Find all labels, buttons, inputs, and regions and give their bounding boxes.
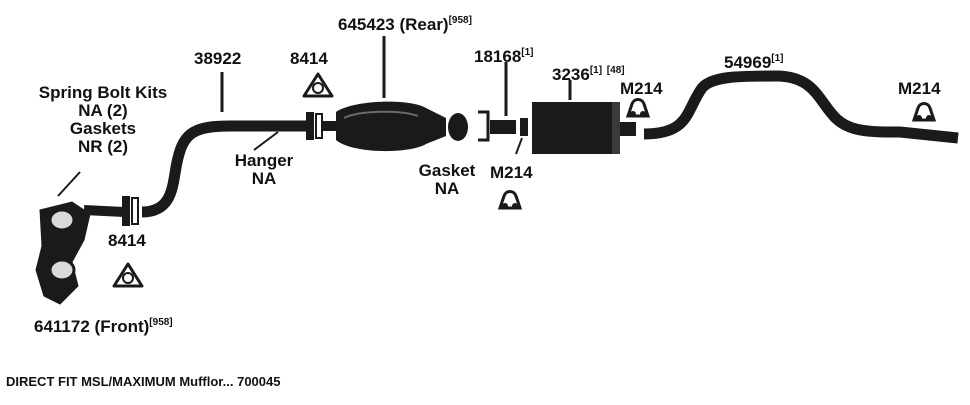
pipe-18168 xyxy=(490,120,516,134)
muffler-note2: [48] xyxy=(606,65,625,76)
rear-converter-note: [958] xyxy=(448,15,472,26)
spring-bolt-line2: NA (2) xyxy=(78,101,128,120)
m214-far-label: M214 xyxy=(898,79,941,98)
gasket-line1: Gasket xyxy=(418,161,476,180)
hanger-pointer xyxy=(253,131,279,151)
front-converter-note: [958] xyxy=(149,317,173,328)
spring-bolt-pointer xyxy=(57,171,81,197)
m214-hanger-right xyxy=(625,98,651,118)
muffler-note1: [1] xyxy=(589,65,603,76)
front-converter-position: (Front) xyxy=(94,317,150,336)
pipe-38922-label: 38922 xyxy=(194,49,242,68)
front-flange xyxy=(122,196,130,226)
pipe-18168-note: [1] xyxy=(521,47,534,58)
m214-hanger-mid xyxy=(497,190,523,210)
pipe-18168-number: 18168 xyxy=(474,47,522,66)
pipe-18168-label: 18168[1] xyxy=(474,44,534,66)
hanger-label: Hanger NA xyxy=(222,152,306,188)
clamp-8414-top xyxy=(302,72,334,98)
tailpipe-note: [1] xyxy=(771,53,784,64)
m214-hanger-far xyxy=(911,102,937,122)
front-converter-number: 641172 xyxy=(34,317,90,336)
spring-bolt-line4: NR (2) xyxy=(77,137,129,156)
m214-mid-label: M214 xyxy=(490,163,533,182)
front-converter-label: 641172 (Front)[958] xyxy=(34,314,173,336)
front-pipe-38922 xyxy=(141,120,306,218)
rear-converter-inlet-flange xyxy=(306,112,314,140)
tailpipe-54969 xyxy=(643,70,959,144)
clamp-8414-bottom xyxy=(112,262,144,288)
tailpipe-label: 54969[1] xyxy=(724,50,784,72)
front-converter xyxy=(35,201,91,305)
rear-converter-label: 645423 (Rear)[958] xyxy=(338,12,472,34)
spring-bolt-label: Spring Bolt Kits NA (2) Gaskets NR (2) xyxy=(20,84,186,156)
product-caption: DIRECT FIT MSL/MAXIMUM Mufflor... 700045 xyxy=(6,374,281,389)
spring-bolt-line3: Gaskets xyxy=(69,119,137,138)
rear-converter-position: (Rear) xyxy=(399,15,449,34)
spring-bolt-line1: Spring Bolt Kits xyxy=(38,83,168,102)
clamp-8414-bottom-label: 8414 xyxy=(108,231,146,250)
rear-converter-number: 645423 xyxy=(338,15,395,34)
muffler-number: 3236 xyxy=(552,65,590,84)
tailpipe-number: 54969 xyxy=(724,53,772,72)
m214-right-label: M214 xyxy=(620,79,663,98)
rear-converter xyxy=(336,101,468,152)
muffler xyxy=(532,102,636,154)
gasket-line2: NA xyxy=(434,179,460,198)
m214-mid-pointer xyxy=(515,137,523,155)
manifold-outlet-pipe xyxy=(83,205,125,217)
gasket-bracket xyxy=(478,110,490,142)
muffler-label: 3236[1] [48] xyxy=(552,62,625,84)
clamp-8414-top-label: 8414 xyxy=(290,49,328,68)
hanger-line1: Hanger xyxy=(234,151,294,170)
gasket-label: Gasket NA xyxy=(410,162,484,198)
hanger-line2: NA xyxy=(251,169,277,188)
